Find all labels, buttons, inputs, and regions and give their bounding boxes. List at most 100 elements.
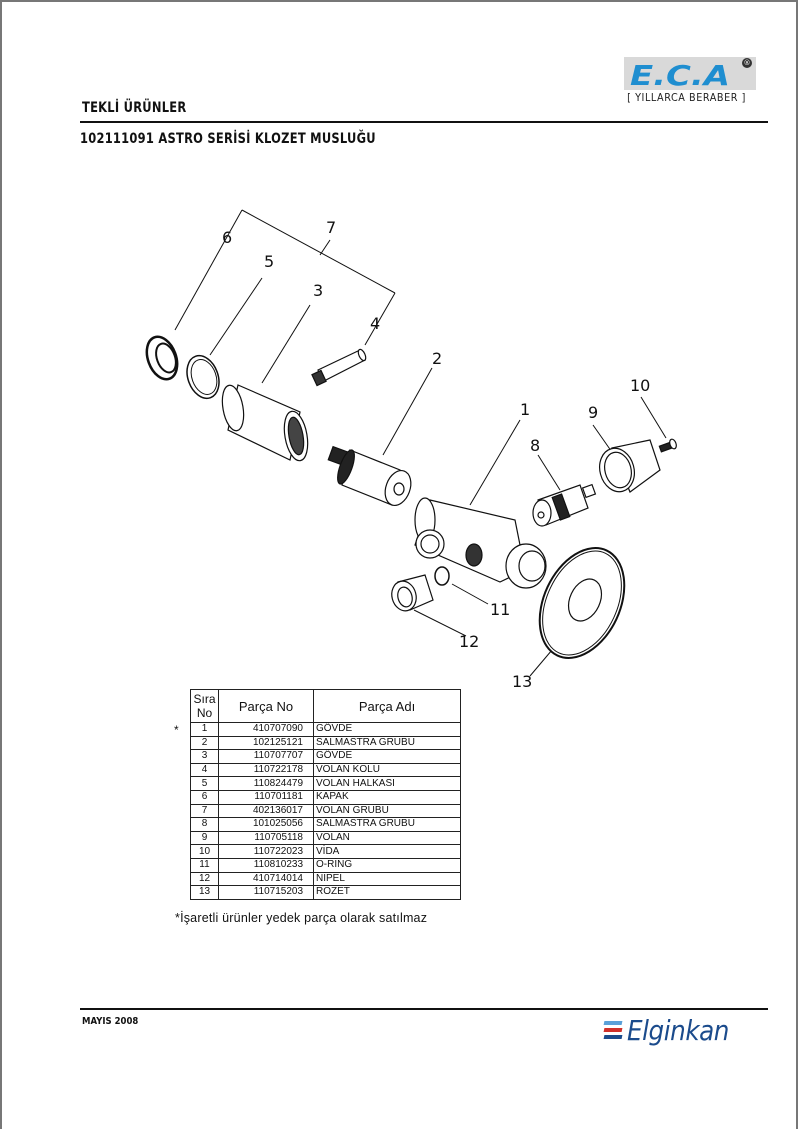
cell-parca-adi: O-RİNG <box>313 857 461 873</box>
cell-sira-no: 11 <box>190 857 219 873</box>
cell-parca-no: 110715203 <box>218 885 314 900</box>
part-9-volan <box>599 439 661 493</box>
part-5-volan-halkasi <box>186 354 220 400</box>
cell-parca-adi: GÖVDE <box>313 722 461 737</box>
part-4-volan-kolu <box>311 348 367 387</box>
header-sira-line2: No <box>196 706 213 720</box>
header-sira-no: Sıra No <box>190 689 219 723</box>
section-heading: TEKLİ ÜRÜNLER <box>82 100 187 116</box>
cell-sira-no: 10 <box>190 844 219 859</box>
callout-10: 10 <box>630 376 650 395</box>
part-13-rozet <box>538 547 626 659</box>
leader-13 <box>529 649 553 677</box>
callout-13: 13 <box>512 672 532 691</box>
cell-parca-no: 110705118 <box>218 830 314 846</box>
footnote: *İşaretli ürünler yedek parça olarak sat… <box>175 911 428 925</box>
elginkan-wordmark: Elginkan <box>627 1013 729 1047</box>
footer-rule <box>80 1008 768 1010</box>
cell-parca-no: 110722023 <box>218 844 314 859</box>
cell-parca-no: 110707707 <box>218 749 314 764</box>
group-bracket <box>241 209 396 294</box>
publication-date: MAYIS 2008 <box>82 1016 139 1027</box>
header-sira-line1: Sıra <box>193 692 216 706</box>
callout-8: 8 <box>530 436 540 455</box>
cell-sira-no: 1 <box>190 722 219 737</box>
cell-parca-no: 410707090 <box>218 722 314 737</box>
leader-4 <box>364 292 396 346</box>
leader-12 <box>413 609 467 637</box>
callout-6: 6 <box>222 228 232 247</box>
leader-3 <box>261 304 311 384</box>
eca-logo-text: E.C.A <box>630 59 730 89</box>
elginkan-logo: Elginkan <box>603 1012 743 1048</box>
callout-3: 3 <box>313 281 323 300</box>
cell-sira-no: 9 <box>190 830 219 846</box>
leader-1 <box>469 419 521 506</box>
eca-slogan: [ YILLARCA BERABER ] <box>627 92 746 104</box>
cell-parca-no: 110810233 <box>218 857 314 873</box>
cell-sira-no: 13 <box>190 885 219 900</box>
cell-parca-adi: SALMASTRA GRUBU <box>313 735 461 751</box>
cell-parca-adi: VOLAN HALKASI <box>313 776 461 791</box>
cell-sira-no: 6 <box>190 789 219 805</box>
cell-parca-no: 410714014 <box>218 871 314 887</box>
cell-parca-adi: VOLAN KOLU <box>313 762 461 778</box>
elginkan-bars-icon <box>603 1019 624 1041</box>
cell-sira-no: 2 <box>190 735 219 751</box>
leader-8 <box>537 454 561 491</box>
leader-5 <box>209 277 263 356</box>
cell-parca-adi: VOLAN <box>313 830 461 846</box>
cell-sira-no: 3 <box>190 749 219 764</box>
header-parca-no: Parça No <box>218 689 314 723</box>
leader-10 <box>640 396 667 439</box>
marker-asterisk: * <box>174 723 179 737</box>
leader-6 <box>174 209 243 331</box>
leader-11 <box>451 583 489 605</box>
cell-parca-adi: SALMASTRA GRUBU <box>313 817 461 832</box>
cell-parca-no: 101025056 <box>218 817 314 832</box>
part-12-nipel <box>391 574 434 612</box>
callout-7: 7 <box>326 218 336 237</box>
cell-sira-no: 8 <box>190 817 219 832</box>
part-11-o-ring <box>434 566 450 586</box>
cell-parca-adi: GÖVDE <box>313 749 461 764</box>
callout-5: 5 <box>264 252 274 271</box>
leader-2 <box>382 367 433 456</box>
callout-9: 9 <box>588 403 598 422</box>
part-2-salmastra-grubu <box>327 445 412 507</box>
callout-4: 4 <box>370 314 380 333</box>
leader-7 <box>319 239 331 256</box>
exploded-diagram: 1 2 3 4 5 6 7 8 9 10 11 12 13 <box>145 209 677 691</box>
cell-parca-no: 110701181 <box>218 789 314 805</box>
cell-sira-no: 7 <box>190 803 219 819</box>
cell-parca-adi: VİDA <box>313 844 461 859</box>
cell-parca-no: 102125121 <box>218 735 314 751</box>
header-parca-adi: Parça Adı <box>313 689 461 723</box>
part-8-salmastra-grubu <box>532 483 597 527</box>
cell-parca-adi: ROZET <box>313 885 461 900</box>
cell-parca-adi: NİPEL <box>313 871 461 887</box>
cell-sira-no: 5 <box>190 776 219 791</box>
eca-logo <box>624 57 756 90</box>
callout-2: 2 <box>432 349 442 368</box>
part-6-kapak <box>145 335 179 381</box>
cell-sira-no: 12 <box>190 871 219 887</box>
cell-parca-no: 110722178 <box>218 762 314 778</box>
part-1-govde <box>414 497 547 589</box>
